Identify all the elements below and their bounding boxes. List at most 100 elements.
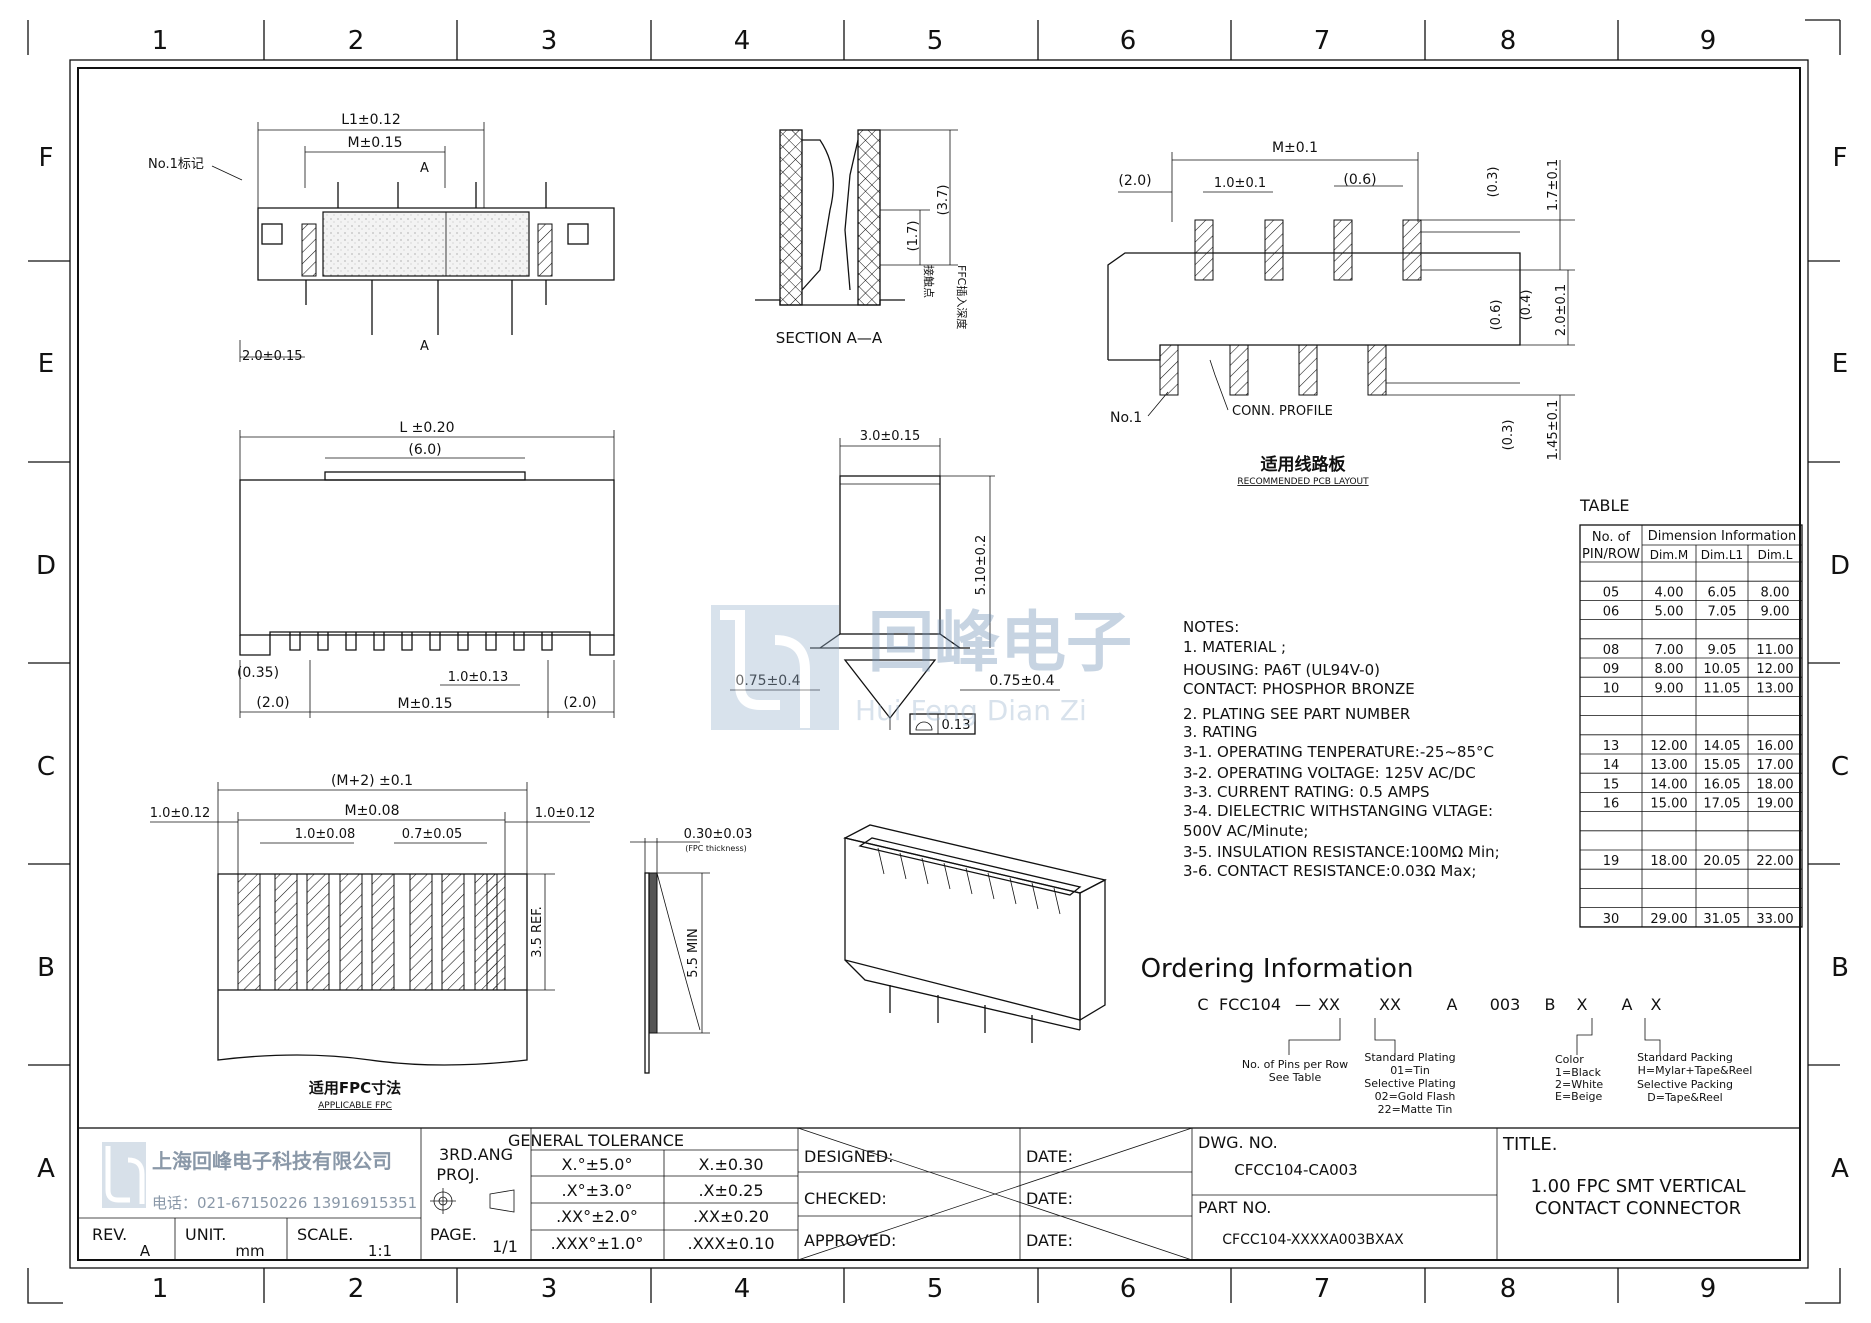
table-cell: 14: [1603, 758, 1620, 773]
table-cell: 19: [1603, 854, 1620, 869]
ordering-title: Ordering Information: [1141, 954, 1414, 984]
part-no-label: PART NO.: [1198, 1198, 1271, 1217]
fpc-dim-030: 0.30±0.03: [684, 827, 753, 842]
company-phone: 电话：021-67150226 13916915351: [152, 1194, 417, 1212]
table-cell: 10.05: [1703, 662, 1740, 677]
table-cell: 05: [1603, 585, 1620, 600]
fpc-title-cn: 适用FPC寸法: [309, 1079, 401, 1097]
tol-linear-2: .XX±0.20: [693, 1207, 769, 1226]
table-cell: 18.00: [1650, 854, 1687, 869]
table-cell: 11.05: [1703, 681, 1740, 696]
pcb-dim-20: (2.0): [1118, 173, 1151, 189]
fpc-dim-55: 5.5 MIN: [686, 928, 701, 978]
applicable-fpc: (M+2) ±0.1 M±0.08 1.0±0.12 1.0±0.12 1.0±…: [150, 773, 596, 1111]
table-cell: 13: [1603, 739, 1620, 754]
projection-symbol-icon: [430, 1188, 515, 1214]
pcb-dim-10: 1.0±0.1: [1214, 176, 1266, 191]
pcb-dim-03b: (0.3): [1501, 420, 1516, 451]
col-top-8: 8: [1500, 26, 1517, 56]
table-cell: 9.00: [1761, 605, 1790, 620]
fpc-dim-10r: 1.0±0.12: [535, 806, 596, 821]
note-line-9: 3-4. DIELECTRIC WITHSTANGING VLTAGE:: [1183, 802, 1493, 820]
table-cell: 16: [1603, 797, 1620, 812]
fpc-dim-pitch: 1.0±0.08: [295, 827, 356, 842]
table-cell: 08: [1603, 643, 1620, 658]
row-right-B: B: [1831, 953, 1849, 983]
pcb-title-cn: 适用线路板: [1261, 454, 1347, 475]
page-label: PAGE.: [430, 1225, 477, 1244]
top-view: L1±0.12 M±0.15 No.1标记 A A 2.0±0.15: [148, 112, 615, 364]
fpc-thickness-label: (FPC thickness): [685, 844, 747, 853]
table-cell: 18.00: [1756, 777, 1793, 792]
isometric-connector-view: [843, 824, 1107, 1043]
projection-line1: 3RD.ANG: [439, 1145, 513, 1164]
top-dim-m: M±0.15: [348, 135, 403, 151]
row-left-E: E: [38, 349, 54, 379]
top-section-mark-upper: A: [420, 161, 429, 176]
table-cell: 19.00: [1756, 797, 1793, 812]
page-value: 1/1: [492, 1237, 518, 1256]
table-cell: 14.00: [1650, 777, 1687, 792]
plating-desc-0: Standard Plating: [1364, 1051, 1455, 1064]
row-left-F: F: [39, 143, 54, 173]
note-line-12: 3-6. CONTACT RESISTANCE:0.03Ω Max;: [1183, 862, 1476, 880]
table-cell: 6.05: [1708, 585, 1737, 600]
code-c: C: [1197, 995, 1208, 1014]
pcb-dim-04v: (0.4): [1519, 290, 1534, 321]
table-cell: 13.00: [1650, 758, 1687, 773]
part-no: CFCC104-XXXXA003BXAX: [1222, 1232, 1404, 1248]
unit-label: UNIT.: [185, 1225, 226, 1244]
note-line-7: 3-2. OPERATING VOLTAGE: 125V AC/DC: [1183, 764, 1476, 782]
pins-desc-2: See Table: [1269, 1071, 1322, 1084]
color-desc-1: 1=Black: [1555, 1066, 1602, 1079]
watermark-cn: 回峰电子: [868, 604, 1132, 681]
projection-line2: PROJ.: [436, 1165, 479, 1184]
watermark-en: Hui Feng Dian Zi: [855, 694, 1087, 727]
front-dim-m: M±0.15: [398, 696, 453, 712]
pcb-title-en: RECOMMENDED PCB LAYOUT: [1237, 477, 1369, 487]
front-dim-l: L ±0.20: [399, 420, 454, 436]
column-labels: 1 2 3 4 5 6 7 8 9 1 2 3 4 5 6 7 8 9: [152, 26, 1717, 1304]
pcb-pads-bottom: [1159, 344, 1387, 396]
dimension-table: TABLE No. of PIN/ROW Dimension Informati…: [1579, 496, 1803, 928]
fpc-title-en: APPLICABLE FPC: [318, 1101, 392, 1111]
note-line-4: 2. PLATING SEE PART NUMBER: [1183, 705, 1410, 723]
fpc-dim-m: M±0.08: [345, 803, 400, 819]
table-cell: 4.00: [1655, 585, 1684, 600]
scale-value: 1:1: [368, 1242, 392, 1260]
note-line-5: 3. RATING: [1183, 723, 1257, 741]
packing-desc-1: H=Mylar+Tape&Reel: [1638, 1064, 1753, 1077]
color-desc-2: 2=White: [1555, 1078, 1603, 1091]
company-name: 上海回峰电子科技有限公司: [152, 1149, 392, 1173]
col-bottom-9: 9: [1700, 1274, 1717, 1304]
front-dim-60: (6.0): [408, 442, 441, 458]
company-logo-icon: [102, 1142, 146, 1208]
fpc-dim-07: 0.7±0.05: [402, 827, 463, 842]
table-cell: 13.00: [1756, 681, 1793, 696]
table-cell: 8.00: [1655, 662, 1684, 677]
top-dim-pitch: 2.0±0.15: [242, 349, 303, 364]
note-line-1: 1. MATERIAL ;: [1183, 638, 1286, 656]
col-top-6: 6: [1120, 26, 1137, 56]
col-bottom-7: 7: [1314, 1274, 1331, 1304]
col-top-3: 3: [541, 26, 558, 56]
row-right-C: C: [1831, 752, 1849, 782]
row-right-A: A: [1831, 1154, 1849, 1184]
code-color: X: [1577, 995, 1588, 1014]
notes-block: NOTES: 1. MATERIAL ; HOUSING: PA6T (UL94…: [1183, 618, 1500, 880]
pcb-dim-06: (0.6): [1343, 172, 1376, 188]
tol-angle-0: X.°±5.0°: [562, 1155, 633, 1174]
col-bottom-4: 4: [734, 1274, 751, 1304]
code-packing: X: [1651, 995, 1662, 1014]
table-cell: 8.00: [1761, 585, 1790, 600]
section-vlabel-b: 接触点: [922, 265, 936, 298]
table-cell: 7.00: [1655, 643, 1684, 658]
row-left-D: D: [36, 551, 56, 581]
tol-angle-3: .XXX°±1.0°: [551, 1234, 644, 1253]
rev-label: REV.: [92, 1225, 127, 1244]
table-cell: 30: [1603, 912, 1620, 927]
tol-angle-1: .X°±3.0°: [562, 1181, 633, 1200]
tol-linear-1: .X±0.25: [698, 1181, 763, 1200]
